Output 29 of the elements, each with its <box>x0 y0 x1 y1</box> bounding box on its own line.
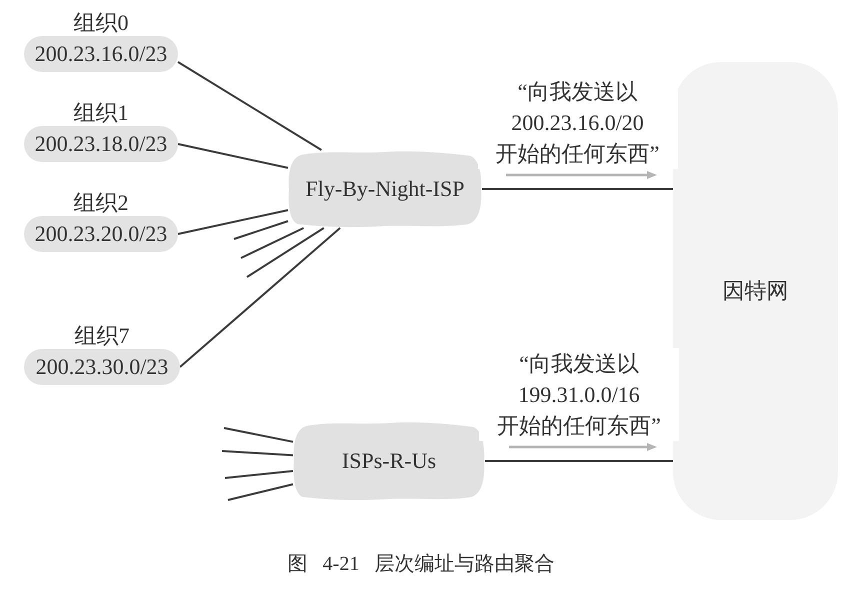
organization-label: 组织0 <box>74 10 128 36</box>
figure-caption: 图 4-21 层次编址与路由聚合 <box>288 552 554 577</box>
edge-label: “向我发送以 199.31.0.0/16 开始的任何东西” <box>479 348 679 441</box>
region-label: 因特网 <box>722 278 788 304</box>
connector-line <box>224 427 294 443</box>
address-block: 200.23.16.0/23 <box>24 36 178 72</box>
connector-line <box>234 220 288 240</box>
address-block: 200.23.20.0/23 <box>24 216 178 252</box>
connector-line <box>178 143 288 169</box>
connector-line <box>177 61 322 151</box>
organization-label: 组织1 <box>74 100 128 126</box>
connector-line <box>228 483 294 501</box>
connector-line <box>178 209 288 235</box>
address-block: 200.23.30.0/23 <box>24 349 180 385</box>
internet-region <box>673 62 838 520</box>
connector-line <box>485 460 673 462</box>
organization-label: 组织7 <box>74 323 130 349</box>
connector-line <box>482 188 673 190</box>
network-name: ISPs-R-Us <box>342 448 436 474</box>
cloud-shape <box>293 421 485 501</box>
connector-line <box>246 227 324 278</box>
network-name: Fly-By-Night-ISP <box>306 176 464 202</box>
cloud-shape <box>288 150 482 228</box>
connector-line <box>224 470 294 479</box>
connector-line <box>222 450 294 456</box>
address-block: 200.23.18.0/23 <box>24 126 178 162</box>
organization-label: 组织2 <box>74 190 128 216</box>
connector-line <box>179 227 341 368</box>
connector-line <box>240 227 304 259</box>
